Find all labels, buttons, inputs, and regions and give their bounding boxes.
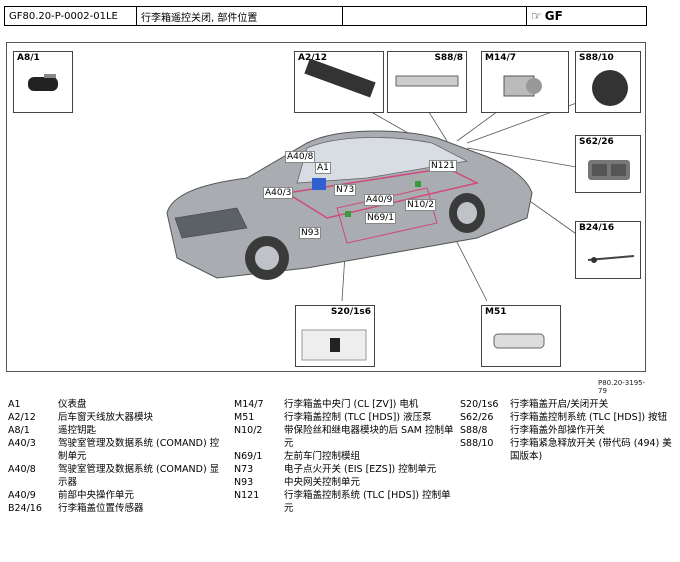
legend-item: S88/8 行李箱盖外部操作开关 [460, 424, 680, 437]
callout-n121: N121 [429, 160, 457, 172]
legend-item: A40/3 驾驶室管理及数据系统 (COMAND) 控制单元 [8, 437, 228, 463]
legend-code: S62/26 [460, 412, 494, 423]
legend-item: N93 中央网关控制单元 [234, 476, 454, 489]
legend-item: S62/26 行李箱盖控制系统 (TLC [HDS]) 按钮 [460, 411, 680, 424]
legend-item: A40/9 前部中央操作单元 [8, 489, 228, 502]
legend-description: 行李箱盖控制系统 (TLC [HDS]) 按钮 [510, 412, 668, 423]
legend-code: S88/8 [460, 425, 488, 436]
legend-item: S20/1s6 行李箱盖开启/关闭开关 [460, 398, 680, 411]
legend-code: N121 [234, 490, 260, 501]
inset-s20-1s6: S20/1s6 [295, 305, 375, 367]
inset-m51: M51 [481, 305, 561, 367]
legend-description: 行李箱盖外部操作开关 [510, 425, 606, 436]
legend-code: M14/7 [234, 399, 264, 410]
legend-description: 仪表盘 [58, 399, 87, 410]
inset-b24-16: B24/16 [575, 221, 641, 279]
legend-description: 遥控钥匙 [58, 425, 97, 436]
legend-column-1: A1 仪表盘 A2/12 后车窗天线放大器模块 A8/1 遥控钥匙 A40/3 驾驶室管理及数… [8, 398, 228, 515]
inset-s62-26: S62/26 [575, 135, 641, 193]
legend-item: N121 行李箱盖控制系统 (TLC [HDS]) 控制单元 [234, 489, 454, 515]
document-header: GF80.20-P-0002-01LE 行李箱遥控关闭, 部件位置 ☞ GF [4, 6, 647, 26]
legend-item: S88/10 行李箱紧急释放开关 (带代码 (494) 美国版本) [460, 437, 680, 463]
legend-description: 行李箱盖开启/关闭开关 [510, 399, 609, 410]
legend-code: M51 [234, 412, 255, 423]
legend-item: M51 行李箱盖控制 (TLC [HDS]) 液压泵 [234, 411, 454, 424]
legend-code: N10/2 [234, 425, 263, 436]
legend-column-3: S20/1s6 行李箱盖开启/关闭开关 S62/26 行李箱盖控制系统 (TLC [H… [460, 398, 680, 463]
legend-code: A40/3 [8, 438, 36, 449]
legend-item: A40/8 驾驶室管理及数据系统 (COMAND) 显示器 [8, 463, 228, 489]
legend-code: B24/16 [8, 503, 42, 514]
legend-description: 电子点火开关 (EIS [EZS]) 控制单元 [284, 464, 437, 475]
callout-a40-9: A40/9 [364, 194, 395, 206]
legend-description: 中央网关控制单元 [284, 477, 361, 488]
header-empty-cell [343, 7, 527, 25]
callout-a40-3: A40/3 [263, 187, 294, 199]
inset-s88-10: S88/10 [575, 51, 641, 113]
inset-s88-8: S88/8 [387, 51, 467, 113]
document-id: GF80.20-P-0002-01LE [5, 7, 137, 25]
badge-text: GF [544, 9, 563, 23]
legend-description: 前部中央操作单元 [58, 490, 135, 501]
legend-description: 行李箱盖位置传感器 [58, 503, 144, 514]
legend-description: 行李箱盖中央门 (CL [ZV]) 电机 [284, 399, 419, 410]
legend-item: A8/1 遥控钥匙 [8, 424, 228, 437]
legend-code: A2/12 [8, 412, 36, 423]
legend-column-2: M14/7 行李箱盖中央门 (CL [ZV]) 电机 M51 行李箱盖控制 (TLC … [234, 398, 454, 515]
legend-description: 左前车门控制模组 [284, 451, 361, 462]
legend-code: A40/9 [8, 490, 36, 501]
document-title: 行李箱遥控关闭, 部件位置 [137, 7, 343, 25]
legend-item: B24/16 行李箱盖位置传感器 [8, 502, 228, 515]
pointing-hand-icon: ☞ [531, 9, 542, 23]
legend-code: A1 [8, 399, 21, 410]
legend-description: 驾驶室管理及数据系统 (COMAND) 显示器 [58, 464, 220, 488]
legend-item: N73 电子点火开关 (EIS [EZS]) 控制单元 [234, 463, 454, 476]
legend-description: 带保险丝和继电器模块的后 SAM 控制单元 [284, 425, 454, 449]
legend-description: 行李箱紧急释放开关 (带代码 (494) 美国版本) [510, 438, 672, 462]
legend-code: A8/1 [8, 425, 30, 436]
legend-code: S88/10 [460, 438, 494, 449]
inset-a2-12: A2/12 [294, 51, 384, 113]
legend-description: 驾驶室管理及数据系统 (COMAND) 控制单元 [58, 438, 220, 462]
figure-reference: P80.20-3195-79 [598, 379, 646, 395]
legend-item: N10/2 带保险丝和继电器模块的后 SAM 控制单元 [234, 424, 454, 450]
legend-item: A2/12 后车窗天线放大器模块 [8, 411, 228, 424]
component-location-figure: A8/1 A2/12 S88/8 M14/7 S88/10 S62/26 B24… [6, 42, 646, 372]
legend-item: A1 仪表盘 [8, 398, 228, 411]
inset-a8-1: A8/1 [13, 51, 73, 113]
legend-item: N69/1 左前车门控制模组 [234, 450, 454, 463]
legend-code: A40/8 [8, 464, 36, 475]
legend-code: S20/1s6 [460, 399, 499, 410]
callout-n93: N93 [299, 227, 322, 239]
callout-n73: N73 [334, 184, 357, 196]
callout-n10-2: N10/2 [405, 199, 436, 211]
legend-code: N93 [234, 477, 254, 488]
legend-description: 后车窗天线放大器模块 [58, 412, 154, 423]
callout-a1: A1 [315, 162, 331, 174]
legend-code: N73 [234, 464, 254, 475]
legend-item: M14/7 行李箱盖中央门 (CL [ZV]) 电机 [234, 398, 454, 411]
legend-description: 行李箱盖控制系统 (TLC [HDS]) 控制单元 [284, 490, 451, 514]
legend-description: 行李箱盖控制 (TLC [HDS]) 液压泵 [284, 412, 432, 423]
callout-n69-1: N69/1 [365, 212, 396, 224]
callout-a40-8: A40/8 [285, 151, 316, 163]
car-body [166, 130, 533, 280]
inset-m14-7: M14/7 [481, 51, 569, 113]
header-badge: ☞ GF [527, 7, 646, 25]
legend-code: N69/1 [234, 451, 263, 462]
